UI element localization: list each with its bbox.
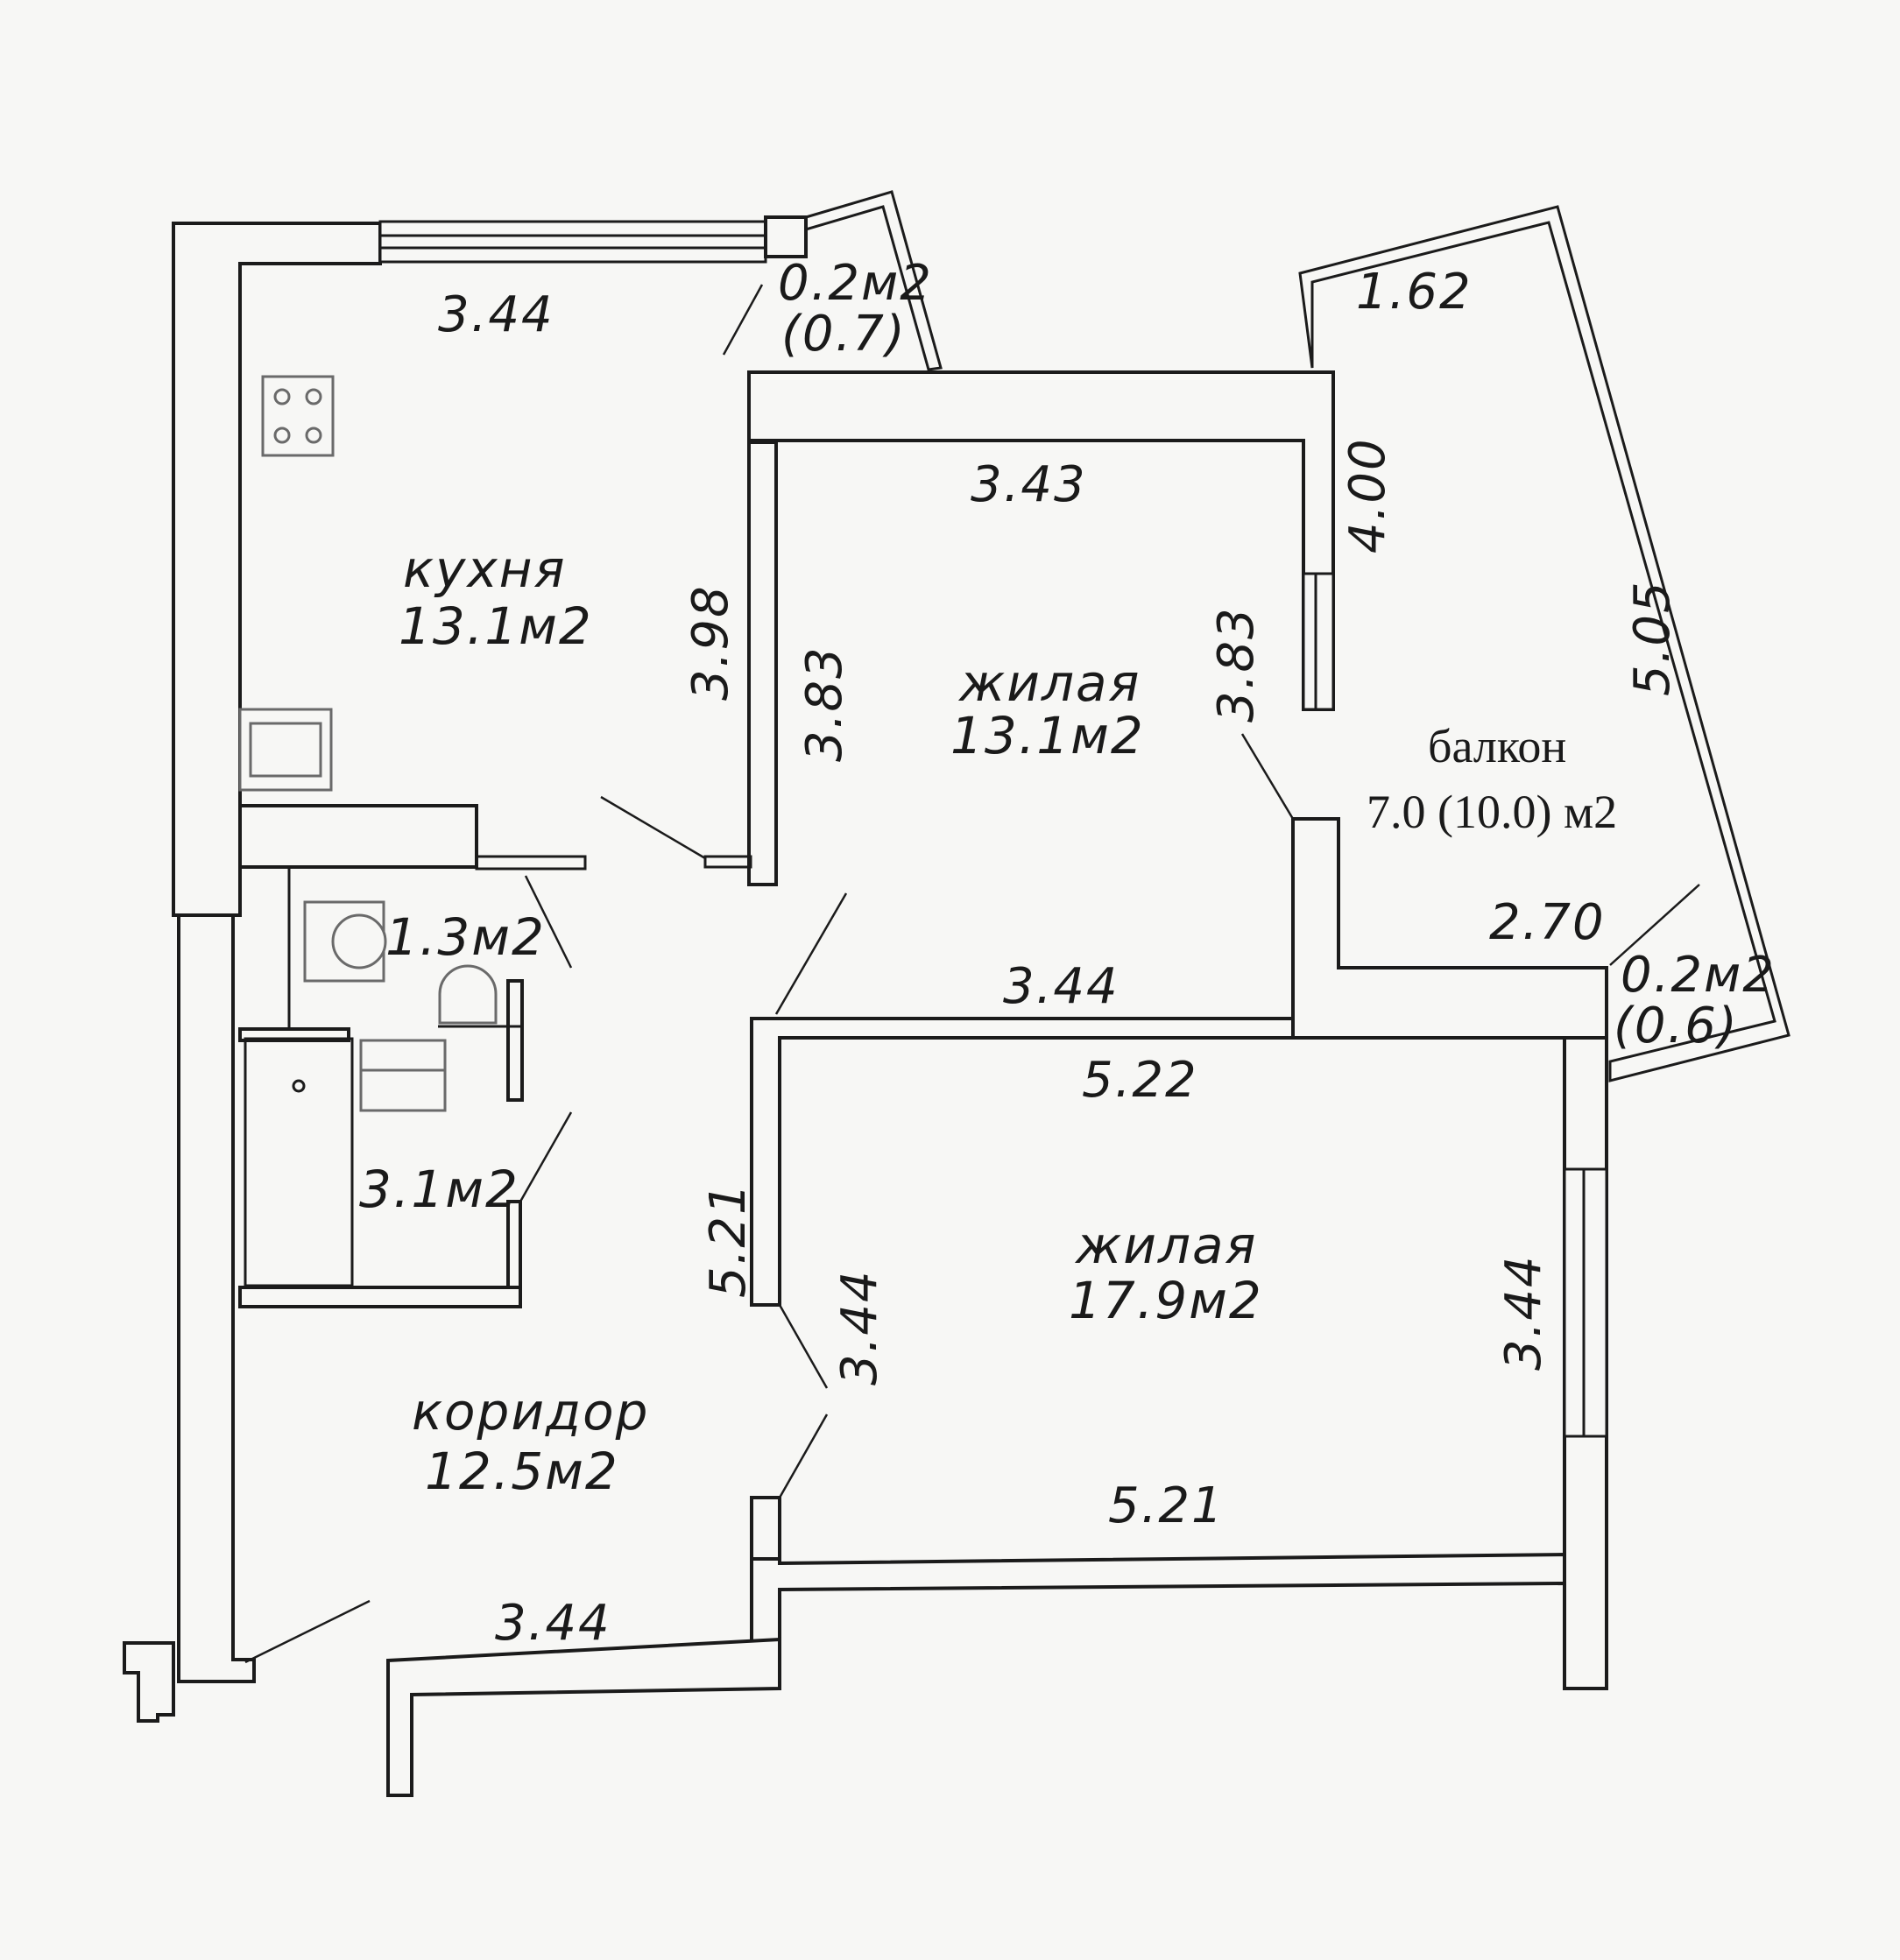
dim-kitchen-top: 3.44 xyxy=(438,286,554,343)
dim-room2-bottom: 5.21 xyxy=(1108,1477,1225,1534)
dim-kitchen-right: 3.98 xyxy=(682,584,739,701)
dim-room1-top: 3.43 xyxy=(971,456,1087,513)
dim-balcony-left: 4.00 xyxy=(1339,437,1396,553)
balcony-outline xyxy=(1298,205,1791,1082)
wc-area: 1.3м2 xyxy=(385,907,546,967)
balcony-label: балкон xyxy=(1428,720,1566,772)
entry-door-swing xyxy=(244,1599,371,1664)
small-loggia-right-area: 0.2м2 xyxy=(1621,947,1776,1004)
kitchen-top-wall-pillar xyxy=(764,215,808,258)
small-loggia-top-full: (0.7) xyxy=(781,306,907,363)
dim-room1-bottom: 3.44 xyxy=(1003,958,1120,1015)
kitchen-counter-ledge xyxy=(475,855,587,871)
small-loggia-top-area: 0.2м2 xyxy=(778,255,933,312)
dim-room2-left: 3.44 xyxy=(831,1269,888,1385)
wc-right-partition xyxy=(506,979,524,1102)
bath-right-stub xyxy=(506,1200,522,1289)
bedroom2-door-stub xyxy=(750,1496,781,1561)
bedroom2-door-swing xyxy=(778,1304,829,1389)
small-loggia-right-full: (0.6) xyxy=(1614,998,1739,1054)
small-loggia-top xyxy=(804,190,943,371)
balcony-area: 7.0 (10.0) м2 xyxy=(1367,786,1617,838)
bath-bottom-wall xyxy=(238,1286,522,1308)
kitchen-window xyxy=(378,220,767,264)
bedroom1-label: жилая xyxy=(957,653,1141,713)
kitchen-label: кухня xyxy=(403,539,567,599)
balcony-loggia-door-swing xyxy=(1609,884,1700,966)
bedroom1-door-swing xyxy=(774,892,848,1015)
bedroom2-door-swing-lower xyxy=(778,1414,829,1498)
entry-wall-stub xyxy=(123,1641,175,1723)
kitchen-door-swing xyxy=(600,795,706,860)
bedroom2-area: 17.9м2 xyxy=(1069,1271,1263,1330)
dim-balcony-bottom: 2.70 xyxy=(1489,894,1606,951)
corridor-label: коридор xyxy=(412,1382,649,1442)
dim-balcony-top: 1.62 xyxy=(1356,264,1473,321)
bedroom1-bedroom2-wall xyxy=(750,1017,1295,1307)
kitchen-bottom-partition xyxy=(238,804,478,869)
small-loggia-door-swing xyxy=(722,284,764,356)
dim-balcony-right: 5.05 xyxy=(1624,580,1681,696)
bedroom2-window xyxy=(1563,1167,1608,1438)
bedroom2-label: жилая xyxy=(1074,1216,1257,1275)
kitchen-area: 13.1м2 xyxy=(399,596,593,656)
dim-room2-top: 5.22 xyxy=(1082,1052,1198,1109)
bedroom1-balcony-door-swing xyxy=(1240,733,1295,820)
washing-machine-icon xyxy=(359,1039,447,1112)
kitchen-bedroom-wall xyxy=(747,441,778,886)
bath-door-swing xyxy=(519,1111,573,1202)
dim-corridor-right: 5.21 xyxy=(700,1181,757,1298)
dim-room1-right: 3.83 xyxy=(1208,606,1265,723)
bedroom1-balcony-window xyxy=(1302,572,1335,711)
stove-icon xyxy=(261,375,335,457)
left-exterior-wall-lower xyxy=(177,913,256,1683)
washbasin-icon xyxy=(438,964,498,1025)
bath-area: 3.1м2 xyxy=(359,1160,519,1219)
dim-room1-left: 3.83 xyxy=(796,645,853,762)
corridor-bottom-wall xyxy=(386,1637,781,1797)
bedroom1-area: 13.1м2 xyxy=(950,706,1145,765)
dim-corridor-bottom: 3.44 xyxy=(495,1595,611,1652)
dim-room2-right: 3.44 xyxy=(1495,1254,1552,1371)
wc-door-swing xyxy=(524,875,573,969)
bathtub-icon xyxy=(244,1037,354,1287)
corridor-area: 12.5м2 xyxy=(425,1442,619,1501)
